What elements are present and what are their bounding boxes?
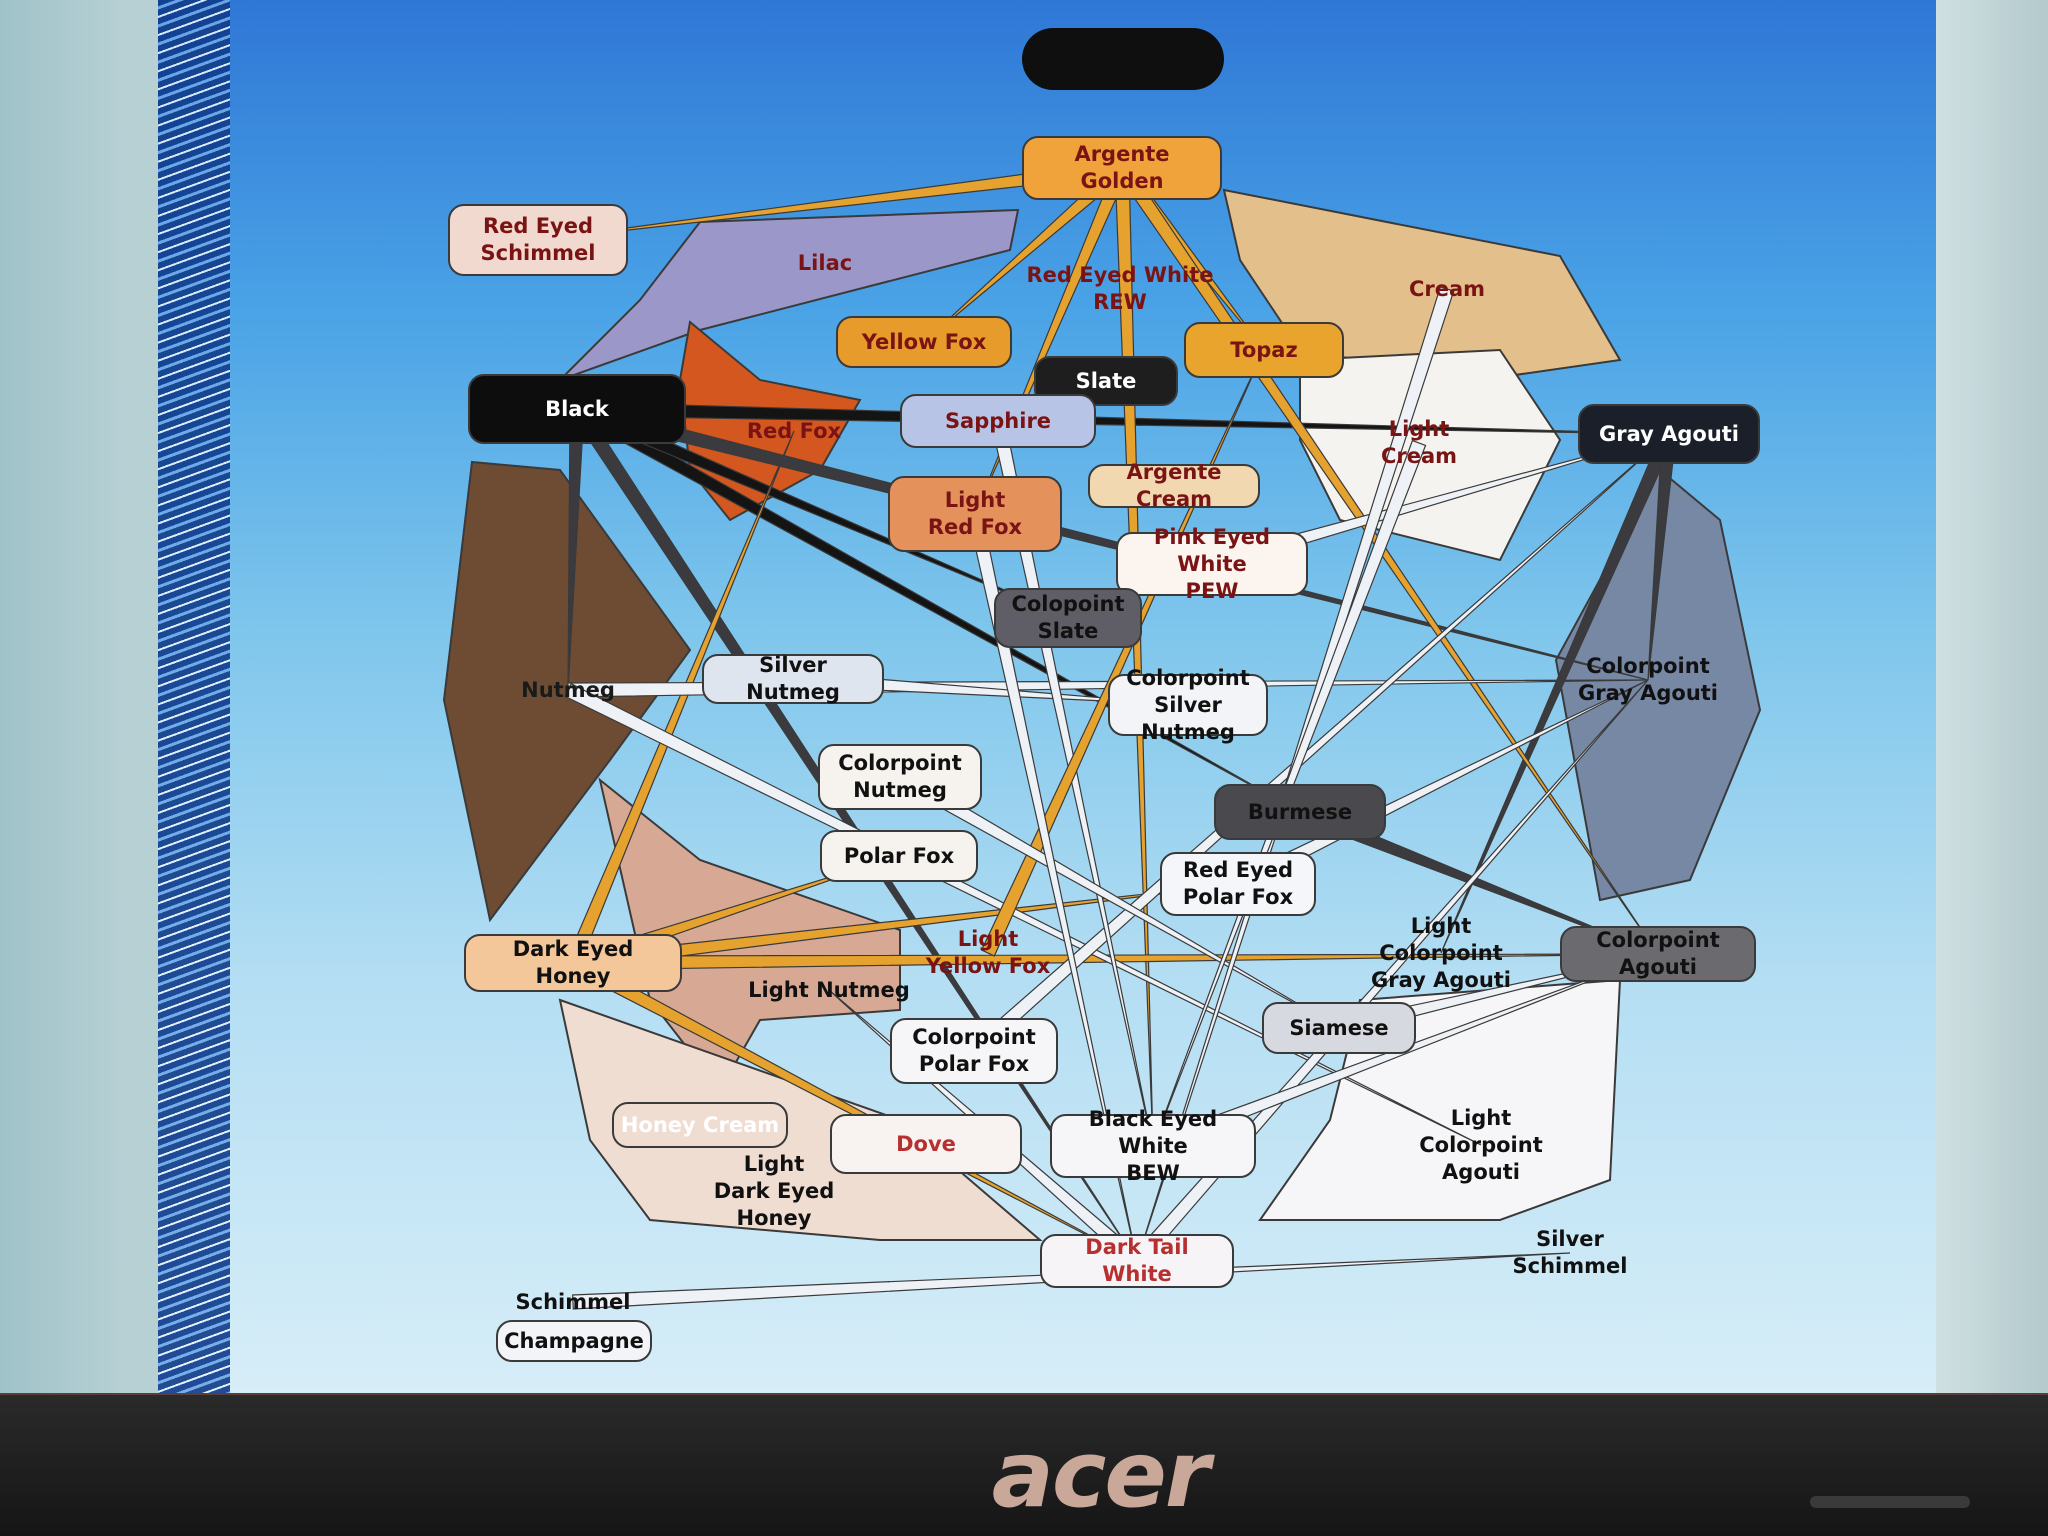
node-argente-golden: Argente Golden	[1022, 136, 1222, 200]
node-nutmeg: Nutmeg	[521, 677, 615, 702]
node-pink-eyed-white: Pink Eyed White PEW	[1116, 525, 1308, 603]
node-light-nutmeg: Light Nutmeg	[748, 977, 910, 1002]
node-siamese: Siamese	[1262, 1002, 1416, 1054]
light-cream-region	[1299, 348, 1562, 562]
node-light-colorpoint-gray-agouti: Light Colorpoint Gray Agouti	[1370, 913, 1512, 992]
node-polar-fox: Polar Fox	[820, 830, 978, 882]
desktop-wallpaper-strip	[158, 0, 230, 1405]
node-champagne: Champagne	[496, 1320, 652, 1362]
node-light-red-fox: Light Red Fox	[888, 476, 1062, 552]
node-colorpoint-gray-agouti: Colorpoint Gray Agouti	[1577, 654, 1719, 705]
node-lilac: Lilac	[797, 250, 853, 275]
node-colorpoint-polar-fox: Colorpoint Polar Fox	[890, 1018, 1058, 1084]
node-colorpoint-nutmeg: Colorpoint Nutmeg	[818, 744, 982, 810]
node-schimmel: Schimmel	[515, 1289, 631, 1314]
node-dove: Dove	[830, 1114, 1022, 1174]
node-colorpoint-agouti: Colorpoint Agouti	[1560, 926, 1756, 982]
monitor-bezel	[0, 1395, 2048, 1536]
link-nutmeg-to-light-colorpoint-agouti	[564, 682, 1482, 1146]
node-red-fox: Red Fox	[746, 418, 842, 443]
node-dark-eyed-honey: Dark Eyed Honey	[464, 934, 682, 992]
node-cream: Cream	[1408, 276, 1486, 301]
node-black-eyed-white: Black Eyed White BEW	[1050, 1107, 1256, 1185]
node-red-eyed-white: Red Eyed White REW	[1026, 263, 1214, 314]
wall-right	[1936, 0, 2048, 1405]
node-yellow-fox: Yellow Fox	[836, 316, 1012, 368]
node-argente-cream: Argente Cream	[1088, 460, 1260, 511]
node-dark-tail-white: Dark Tail White	[1040, 1234, 1234, 1288]
node-sapphire: Sapphire	[900, 394, 1096, 448]
node-colopoint-slate: Colopoint Slate	[994, 588, 1142, 648]
node-light-colorpoint-agouti: Light Colorpoint Agouti	[1419, 1105, 1543, 1184]
node-colorpoint-silver-nutmeg: Colorpoint Silver Nutmeg	[1108, 666, 1268, 744]
node-silver-nutmeg: Silver Nutmeg	[702, 653, 884, 704]
node-honey-cream: Honey Cream	[612, 1102, 788, 1148]
node-black: Black	[468, 374, 686, 444]
node-light-cream: Light Cream	[1380, 417, 1458, 468]
node-red-eyed-polar-fox: Red Eyed Polar Fox	[1160, 852, 1316, 916]
node-red-eyed-schimmel: Red Eyed Schimmel	[448, 204, 628, 276]
brand-logo: acer	[991, 1421, 1210, 1528]
pill-shape	[1022, 28, 1224, 90]
node-burmese: Burmese	[1214, 784, 1386, 840]
node-topaz: Topaz	[1184, 322, 1344, 378]
node-light-dark-eyed-honey: Light Dark Eyed Honey	[713, 1151, 835, 1230]
node-silver-schimmel: Silver Schimmel	[1512, 1227, 1628, 1278]
node-light-yellow-fox: Light Yellow Fox	[925, 927, 1051, 978]
node-gray-agouti: Gray Agouti	[1578, 404, 1760, 464]
bezel-slot	[1810, 1496, 1970, 1508]
